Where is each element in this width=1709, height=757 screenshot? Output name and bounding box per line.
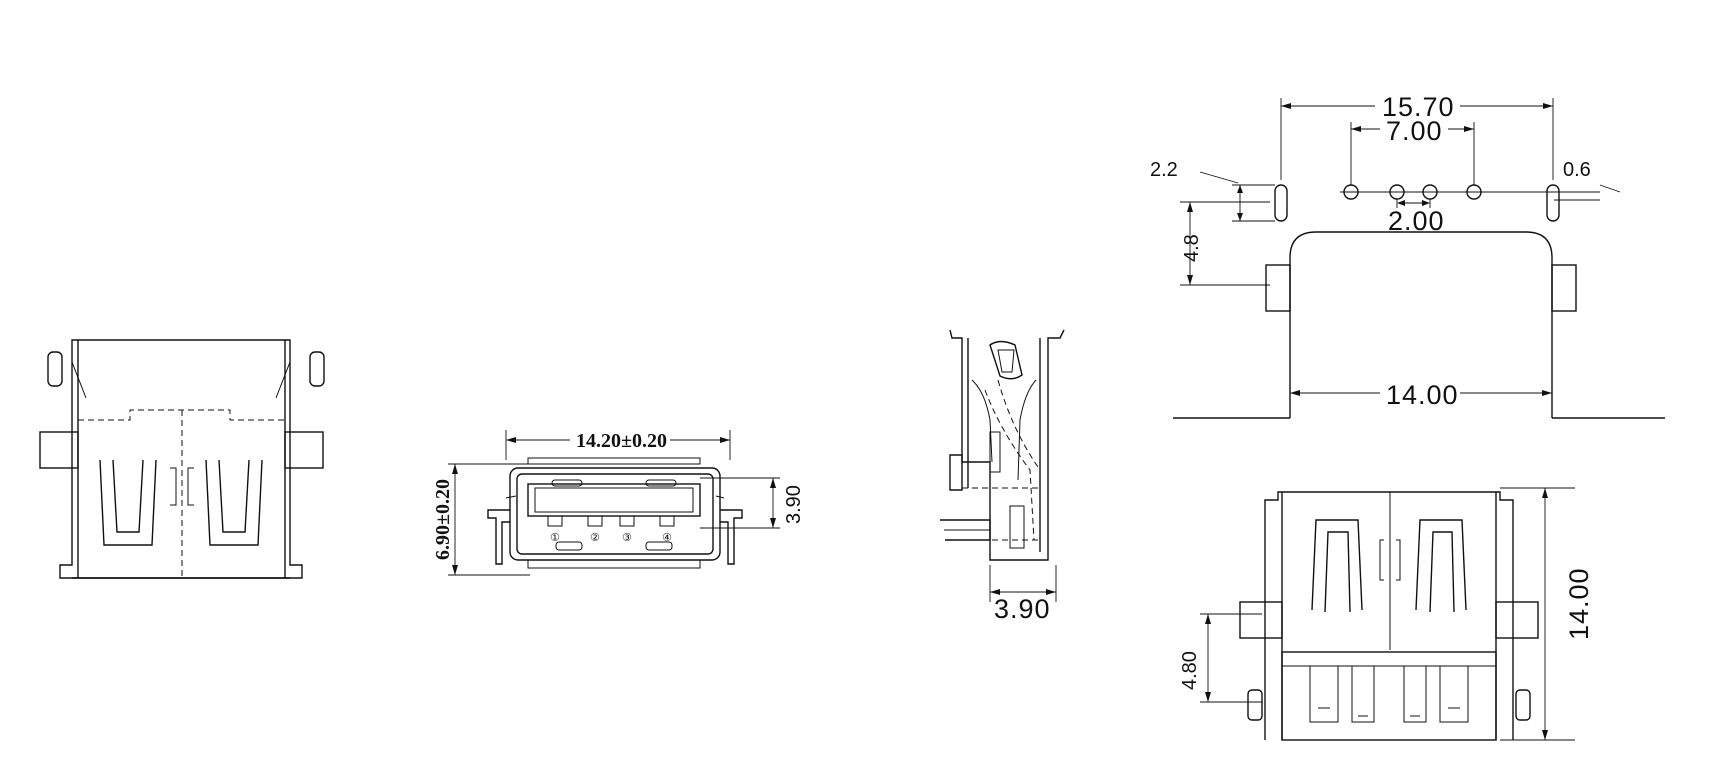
footprint-view: 15.70 7.00 2.00 2.2 0.6 4.8 xyxy=(1150,92,1665,419)
pin-label-3: ③ xyxy=(622,531,632,544)
bottom-view: 14.00 4.80 xyxy=(1179,487,1594,741)
side-view: 3.90 xyxy=(940,329,1065,624)
pin-span-dimension: 7.00 xyxy=(1386,116,1443,146)
front-view: ① ② ③ ④ 14.20±0.20 6.90±0.20 3.90 xyxy=(432,430,805,576)
side-depth-dimension: 3.90 xyxy=(994,594,1051,624)
slot-offset-dimension: 4.8 xyxy=(1181,234,1203,262)
tongue-dimension: 3.90 xyxy=(783,485,805,524)
cutout-width-dimension: 14.00 xyxy=(1386,380,1459,410)
bottom-length-dimension: 14.00 xyxy=(1564,567,1594,640)
front-height-dimension: 6.90±0.20 xyxy=(432,479,454,560)
bottom-offset-dimension: 4.80 xyxy=(1179,651,1201,690)
slot-width-dimension: 0.6 xyxy=(1563,159,1591,181)
rear-view xyxy=(39,339,325,579)
front-width-dimension: 14.20±0.20 xyxy=(576,430,667,452)
pin-label-2: ② xyxy=(590,531,600,544)
pin-pitch-dimension: 2.00 xyxy=(1388,206,1445,236)
pin-label-1: ① xyxy=(550,531,560,544)
pin-label-4: ④ xyxy=(662,531,672,544)
overall-pitch-dimension: 15.70 xyxy=(1382,92,1455,122)
slot-length-dimension: 2.2 xyxy=(1150,159,1178,181)
